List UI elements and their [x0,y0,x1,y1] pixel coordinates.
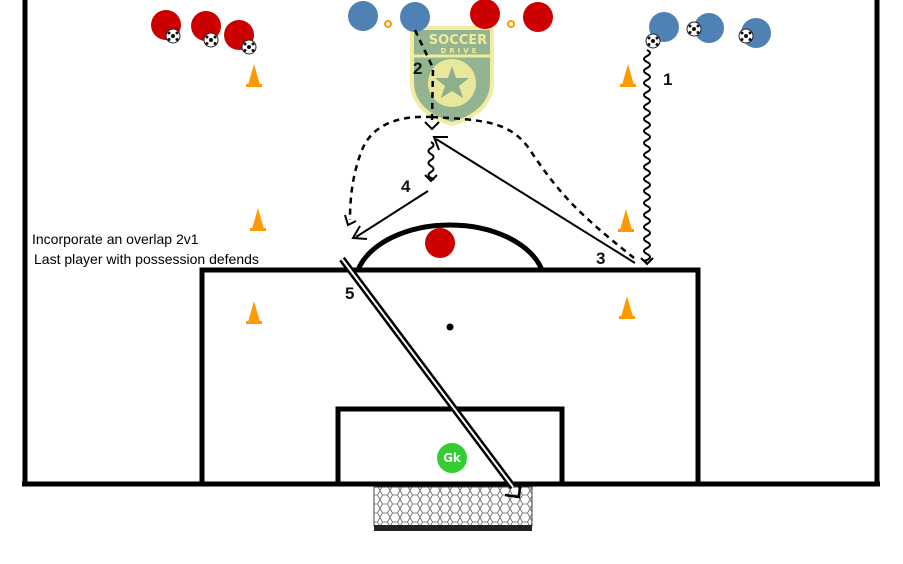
ball-icon [686,21,702,37]
ball-icon [241,39,257,55]
red-defender[interactable] [425,228,455,258]
blue-player[interactable] [400,2,430,32]
marker-ring-icon [384,20,392,28]
red-player[interactable] [470,0,500,29]
goalkeeper-label: Gk [443,451,462,465]
center-players [348,0,553,32]
action-3-pass [432,136,636,264]
six-yard-box [335,406,565,487]
ball-icon [203,32,219,48]
marker-ring-icon [507,20,515,28]
goalkeeper[interactable]: Gk [437,443,467,473]
blue-player[interactable] [348,1,378,31]
logo-line1: SOCCER [429,33,487,48]
cone-icon [618,209,634,232]
ball-icon [645,33,661,49]
blue-player[interactable] [694,13,724,43]
cone-icon [250,208,266,231]
cone-icon [619,296,635,319]
action-1-dribble [640,49,654,266]
penalty-spot [446,323,454,331]
logo-line2: DRIVE [440,47,479,55]
red-group-left [151,10,257,55]
step-label-3: 3 [596,249,605,268]
goal [373,486,533,531]
note-overlap: Incorporate an overlap 2v1 [32,231,199,247]
cone-icon [246,64,262,87]
step-label-1: 1 [663,70,672,89]
goal-net [373,486,533,527]
action-5-shot [339,256,522,499]
cone-icon [620,64,636,87]
goal-back-bar [374,525,532,531]
ball-icon [738,28,754,44]
action-2-run [344,29,635,259]
step-label-5: 5 [345,284,354,303]
penalty-arc [355,222,545,271]
step-label-2: 2 [413,59,422,78]
blue-group-right [645,12,771,49]
soccer-drive-logo: SOCCER DRIVE [410,26,494,127]
action-4-dribble-pass [351,141,438,240]
ball-icon [165,28,181,44]
step-label-4: 4 [401,177,411,196]
cone-icon [246,301,262,324]
field-lines [22,0,880,487]
red-player[interactable] [523,2,553,32]
note-defends: Last player with possession defends [34,251,259,267]
